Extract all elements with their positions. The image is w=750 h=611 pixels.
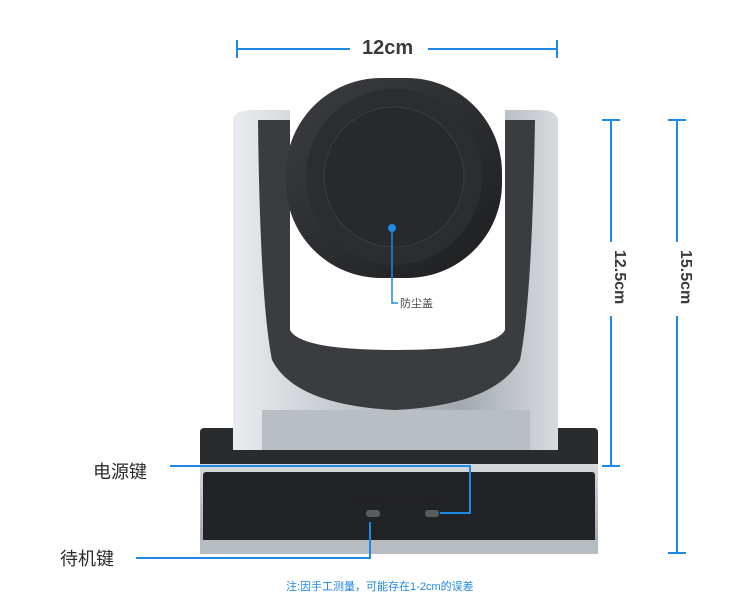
body-height-dimension [602,119,620,467]
standby-led [366,510,380,517]
body-height-label: 12.5cm [611,250,628,305]
standby-callout-line [136,522,371,559]
lens-cover-callout [391,228,398,304]
power-led [425,510,439,517]
camera-yoke [233,110,558,450]
camera-base [200,428,598,554]
standby-panel-label: STANDBY [352,495,391,504]
lens-cover-dot [388,224,396,232]
total-height-label: 15.5cm [677,250,694,305]
total-height-dimension [668,119,686,554]
measurement-note: 注:因手工测量，可能存在1-2cm的误差 [286,581,474,593]
standby-key-label: 待机键 [60,549,114,569]
lens-cover-label: 防尘盖 [400,298,433,310]
power-panel-label: POWER [414,495,445,504]
width-dimension [236,40,558,58]
power-callout-line [170,465,471,514]
width-label: 12cm [362,37,414,59]
lens-cover [286,78,502,278]
power-key-label: 电源键 [93,462,147,482]
